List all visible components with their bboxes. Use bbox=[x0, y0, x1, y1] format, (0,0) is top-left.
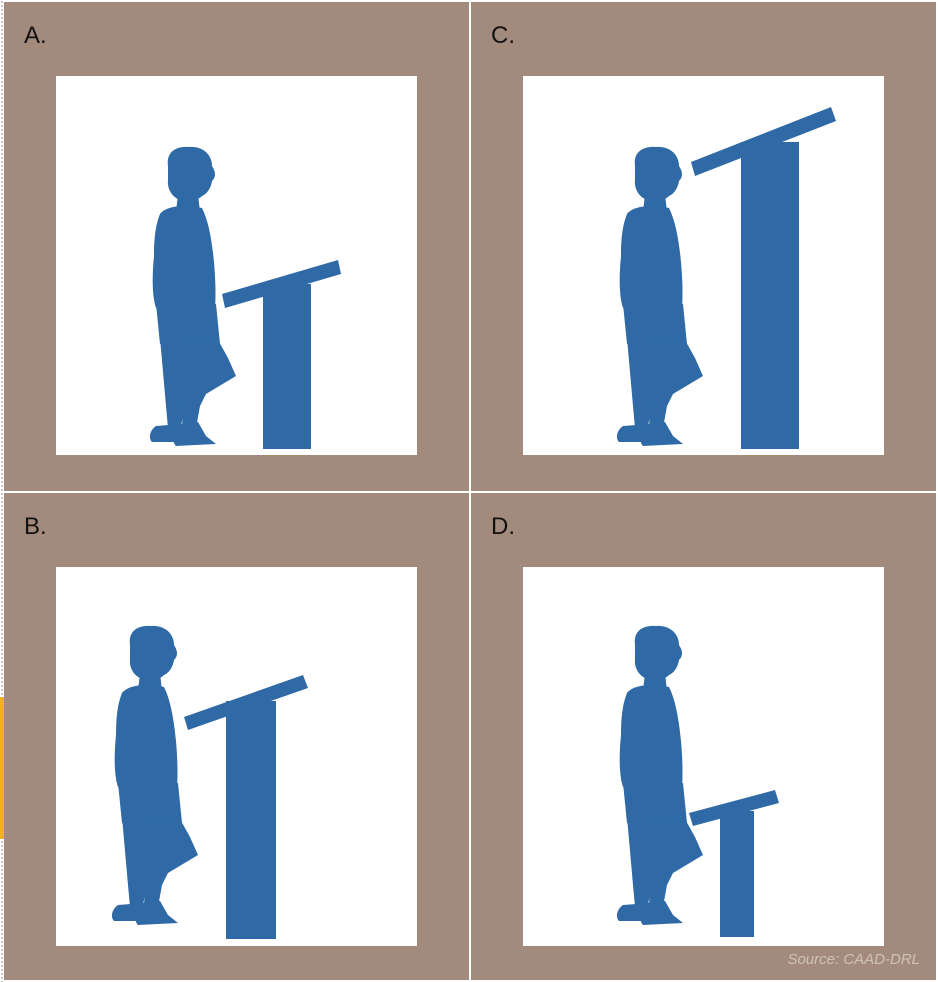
figure-grid: A. C. B. bbox=[4, 2, 936, 980]
panel-d: D. Source: CAAD-DRL bbox=[471, 493, 936, 980]
lectern-post bbox=[226, 701, 276, 939]
panel-c: C. bbox=[471, 2, 936, 491]
panel-label: A. bbox=[24, 22, 47, 50]
walking-man-silhouette-icon bbox=[617, 147, 703, 446]
lectern-icon bbox=[689, 790, 779, 937]
scene-drawing bbox=[56, 76, 417, 455]
lectern-icon bbox=[222, 260, 341, 449]
scene bbox=[56, 567, 417, 946]
lectern-post bbox=[741, 142, 799, 449]
scene-drawing bbox=[56, 567, 417, 946]
panel-label: C. bbox=[491, 22, 515, 50]
lectern-post bbox=[263, 284, 311, 449]
panel-a: A. bbox=[4, 2, 469, 491]
panel-b: B. bbox=[4, 493, 469, 980]
scene bbox=[523, 76, 884, 455]
walking-man-silhouette-icon bbox=[112, 626, 198, 925]
scene bbox=[56, 76, 417, 455]
scene bbox=[523, 567, 884, 946]
lectern-post bbox=[720, 811, 754, 937]
scene-drawing bbox=[523, 76, 884, 455]
walking-man-silhouette-icon bbox=[617, 626, 703, 925]
lectern-icon bbox=[184, 675, 308, 939]
scene-drawing bbox=[523, 567, 884, 946]
panel-label: D. bbox=[491, 513, 515, 541]
panel-label: B. bbox=[24, 513, 47, 541]
source-credit: Source: CAAD-DRL bbox=[787, 951, 920, 968]
lectern-icon bbox=[691, 107, 836, 449]
